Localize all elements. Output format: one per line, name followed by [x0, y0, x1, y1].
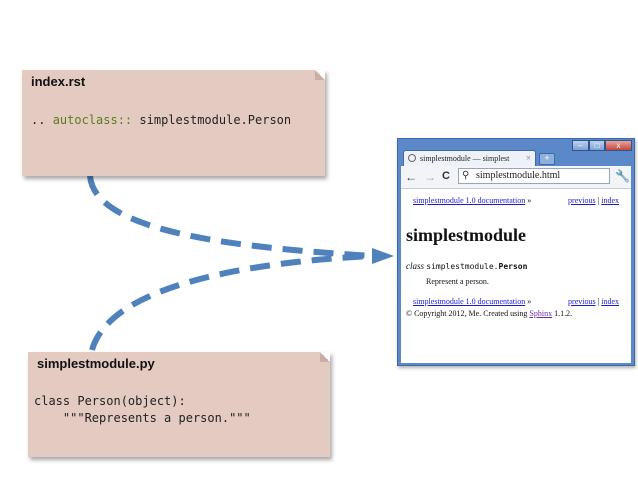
version-text: 1.1.2. [554, 309, 573, 318]
code-keyword: autoclass:: [52, 113, 133, 127]
forward-arrow-icon[interactable]: → [424, 170, 436, 184]
relbar-pipe: | [597, 297, 600, 306]
note-index-rst: index.rst .. autoclass:: simplestmodule.… [22, 70, 325, 176]
relbar-pipe: | [597, 196, 600, 205]
note-code-line-2: """Represents a person.""" [34, 411, 251, 425]
sphinx-link[interactable]: Sphinx [529, 309, 553, 318]
arrowhead [372, 248, 394, 264]
note-simplestmodule-py: simplestmodule.py class Person(object): … [28, 352, 330, 457]
code-rest: simplestmodule.Person [132, 113, 292, 127]
code-prefix: .. [31, 113, 53, 127]
class-signature: class simplestmodule.Person [406, 261, 527, 271]
page-title: simplestmodule [406, 225, 527, 245]
maximize-button[interactable]: □ [589, 140, 605, 151]
class-description: Represent a person. [426, 277, 489, 286]
index-link[interactable]: index [601, 196, 619, 205]
back-arrow-icon[interactable]: ← [405, 170, 417, 184]
previous-link[interactable]: previous [568, 297, 596, 306]
browser-window: – □ x simplestmodule — simplest × + ← → … [397, 138, 635, 366]
url-text: simplestmodule.html [476, 170, 561, 181]
signature-name: Person [498, 262, 528, 271]
copyright-text: © Copyright 2012, Me. Created using [406, 309, 528, 318]
footer: © Copyright 2012, Me. Created using Sphi… [406, 309, 572, 318]
page-fold [320, 352, 330, 362]
note-title: index.rst [31, 74, 86, 89]
previous-link[interactable]: previous [568, 196, 596, 205]
arrow-from-index-rst [87, 175, 373, 259]
browser-toolbar: ← → C ⚲ simplestmodule.html 🔧 [401, 166, 631, 189]
browser-tab[interactable]: simplestmodule — simplest × [403, 150, 536, 166]
close-window-button[interactable]: x [605, 140, 632, 151]
note-code-line-1: class Person(object): [34, 394, 186, 408]
wrench-icon[interactable]: 🔧 [615, 169, 630, 183]
minimize-button[interactable]: – [572, 140, 589, 151]
favicon-icon [408, 154, 416, 162]
note-title: simplestmodule.py [37, 356, 155, 371]
search-icon: ⚲ [462, 170, 470, 181]
signature-prefix: class [406, 261, 424, 271]
tab-close-icon[interactable]: × [525, 153, 531, 163]
arrow-from-simplestmodule-py [89, 253, 373, 351]
new-tab-button[interactable]: + [539, 153, 555, 165]
home-link[interactable]: simplestmodule 1.0 documentation [413, 297, 526, 306]
signature-module: simplestmodule. [426, 262, 499, 271]
tab-title: simplestmodule — simplest [420, 154, 510, 163]
page-fold [315, 70, 325, 80]
relbar-sep: » [527, 196, 532, 205]
page-content: simplestmodule 1.0 documentation » previ… [401, 189, 631, 363]
note-code: .. autoclass:: simplestmodule.Person [31, 112, 291, 129]
reload-icon[interactable]: C [442, 170, 450, 182]
home-link[interactable]: simplestmodule 1.0 documentation [413, 196, 526, 205]
address-bar[interactable]: ⚲ simplestmodule.html [458, 168, 610, 184]
index-link[interactable]: index [601, 297, 619, 306]
relbar-sep: » [527, 297, 532, 306]
